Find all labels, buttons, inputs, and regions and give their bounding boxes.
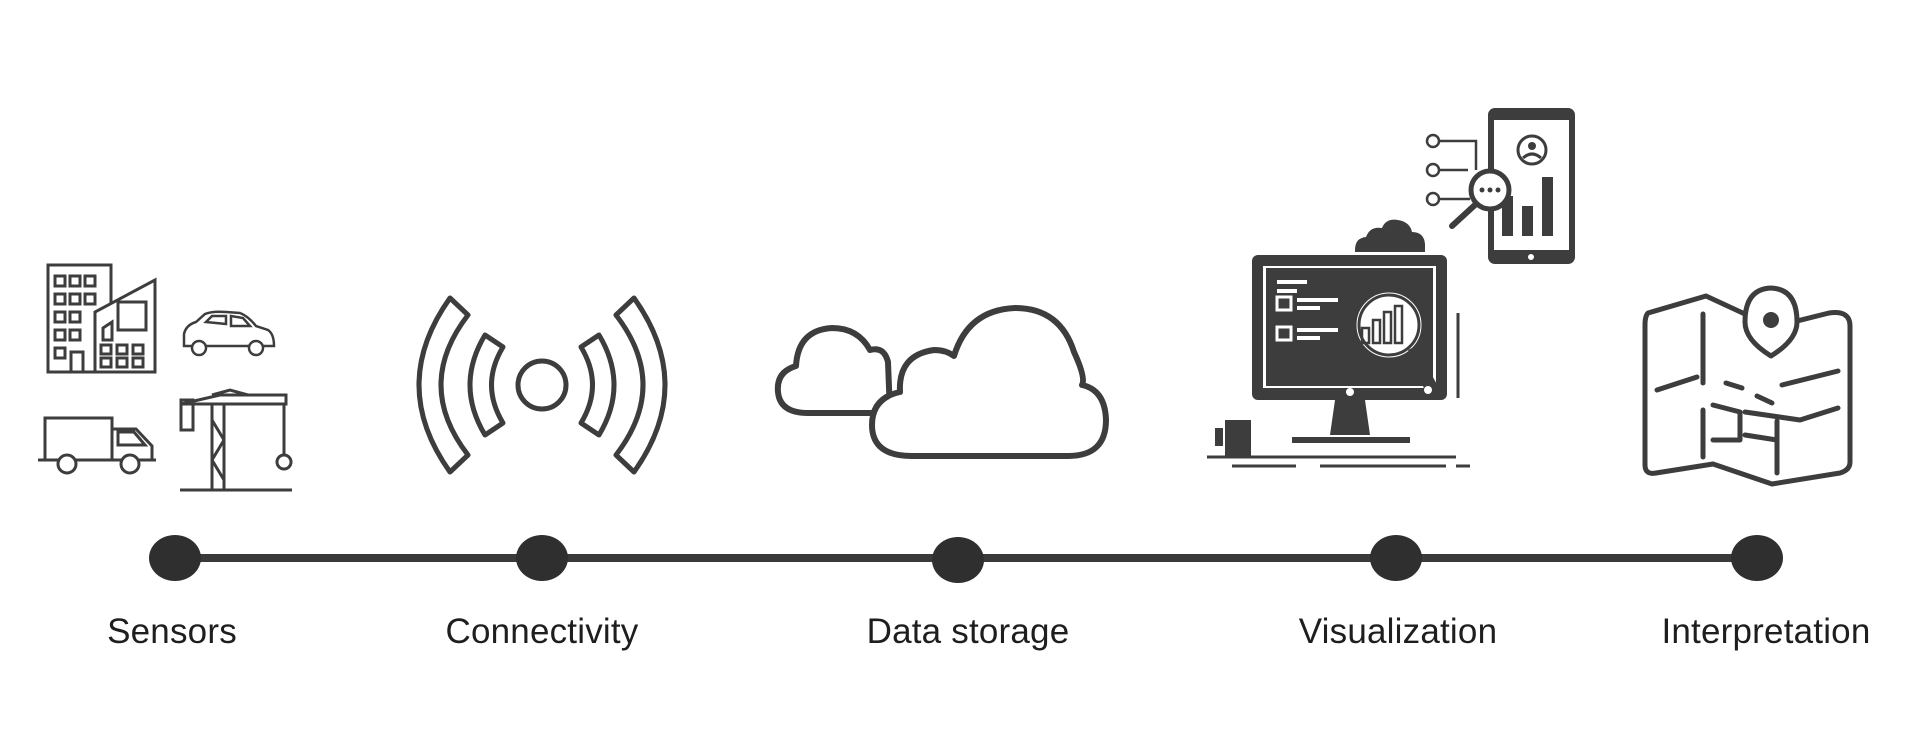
map-pin-icon bbox=[1642, 285, 1853, 487]
dashboard-monitor-icon bbox=[1207, 108, 1575, 468]
stage-label-interpretation: Interpretation bbox=[1661, 612, 1871, 651]
timeline bbox=[149, 535, 1783, 583]
timeline-node-visualization bbox=[1370, 535, 1422, 581]
cloud-icon bbox=[774, 305, 1109, 459]
timeline-node-interpretation bbox=[1731, 535, 1783, 581]
car-icon bbox=[182, 310, 276, 357]
stage-label-visualization: Visualization bbox=[1298, 612, 1498, 651]
sensors-icon bbox=[38, 263, 293, 492]
timeline-node-connectivity bbox=[516, 535, 568, 581]
timeline-node-sensors bbox=[149, 535, 201, 581]
crane-icon bbox=[179, 388, 293, 492]
wireless-signal-icon bbox=[416, 295, 668, 475]
building-icon bbox=[46, 263, 157, 374]
stage-label-sensors: Sensors bbox=[107, 612, 237, 651]
timeline-node-data-storage bbox=[932, 537, 984, 583]
stage-label-data-storage: Data storage bbox=[866, 612, 1070, 651]
truck-icon bbox=[38, 416, 156, 475]
stage-label-connectivity: Connectivity bbox=[445, 612, 639, 651]
